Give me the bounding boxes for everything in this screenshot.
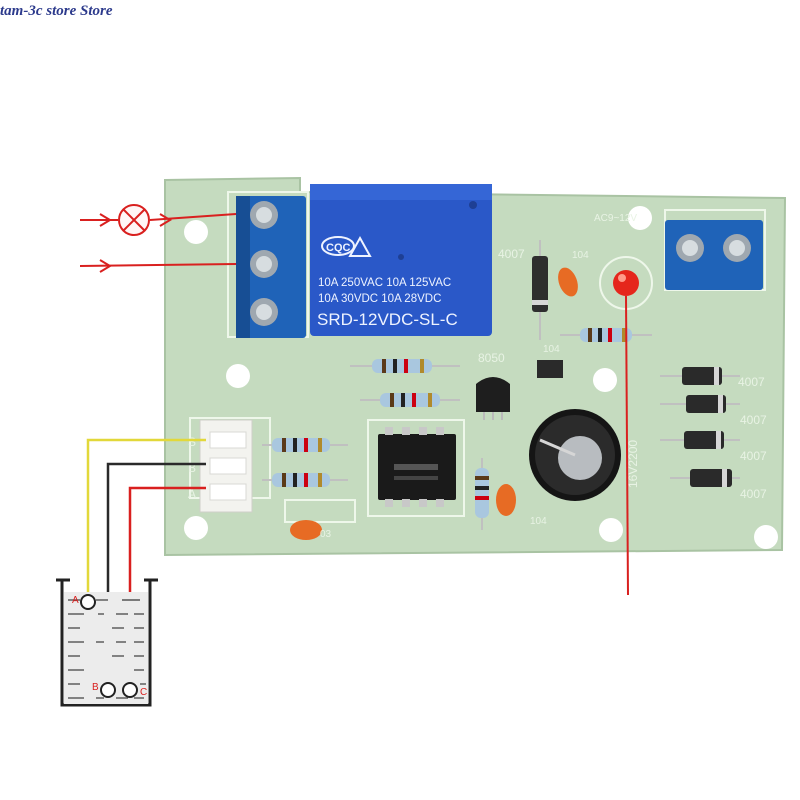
mount-hole xyxy=(628,206,652,230)
cap-left-label: 03 xyxy=(320,529,332,540)
diode-top-label: 4007 xyxy=(498,247,525,261)
mount-hole xyxy=(754,525,778,549)
cap-top-label: 104 xyxy=(572,250,589,261)
resistor xyxy=(350,359,460,373)
relay-rating-line2: 10A 30VDC 10A 28VDC xyxy=(318,293,441,305)
pin-label: S xyxy=(188,435,196,449)
ic-chip xyxy=(367,419,465,517)
relay-model: SRD-12VDC-SL-C xyxy=(317,310,458,329)
relay-brand: CQC xyxy=(326,242,351,254)
diode-top xyxy=(532,240,548,340)
transistor-label: 8050 xyxy=(478,351,505,365)
mount-hole xyxy=(599,518,623,542)
pin-label: A xyxy=(188,487,196,501)
lamp-icon xyxy=(118,204,150,236)
water-beaker xyxy=(56,578,158,707)
resistor xyxy=(360,393,460,407)
cqc-logo xyxy=(321,236,355,256)
led xyxy=(613,270,639,296)
probe-c xyxy=(122,682,138,698)
relay: CQC 10A 250VAC 10A 125VAC 10A 30VDC 10A … xyxy=(310,184,492,336)
mount-hole xyxy=(184,516,208,540)
mount-hole xyxy=(226,364,250,388)
small-component xyxy=(537,360,563,378)
probe-label: A xyxy=(72,595,79,606)
ceramic-capacitor xyxy=(290,520,322,540)
diode-right xyxy=(660,367,740,385)
diode-right xyxy=(660,395,740,413)
pin-label: B xyxy=(188,461,196,475)
resistor-vertical xyxy=(475,458,489,530)
ceramic-capacitor xyxy=(496,484,516,516)
cap-mid-label: 104 xyxy=(543,344,560,355)
diode-label: 4007 xyxy=(740,413,767,427)
probe-label: C xyxy=(140,687,147,698)
probe-label: B xyxy=(92,682,99,693)
mount-hole xyxy=(593,368,617,392)
diode-right xyxy=(660,431,740,449)
relay-rating-line1: 10A 250VAC 10A 125VAC xyxy=(318,277,451,289)
mount-hole xyxy=(184,220,208,244)
electrolytic-label: 16V2200 xyxy=(626,440,640,488)
diode-label: 4007 xyxy=(740,449,767,463)
wire-yellow xyxy=(86,438,206,598)
diode-label: 4007 xyxy=(738,375,765,389)
terminal-block-3pin xyxy=(236,196,306,338)
cap-bottom-label: 104 xyxy=(530,516,547,527)
resistor xyxy=(262,438,348,452)
resistor xyxy=(262,473,348,487)
electrolytic-capacitor xyxy=(529,409,621,501)
diode-label: 4007 xyxy=(740,487,767,501)
probe-a xyxy=(80,594,96,610)
transistor xyxy=(476,377,510,420)
power-label: AC9~12V xyxy=(594,213,637,224)
ceramic-capacitor xyxy=(558,267,578,297)
load-lamp-wiring xyxy=(79,213,237,273)
diode-right xyxy=(670,469,740,487)
store-watermark: tam-3c store Store xyxy=(0,3,113,19)
led-pointer-line xyxy=(625,295,629,596)
power-terminal-2pin xyxy=(665,220,763,290)
sensor-connector xyxy=(199,419,253,513)
resistor xyxy=(560,328,652,342)
probe-b xyxy=(100,682,116,698)
